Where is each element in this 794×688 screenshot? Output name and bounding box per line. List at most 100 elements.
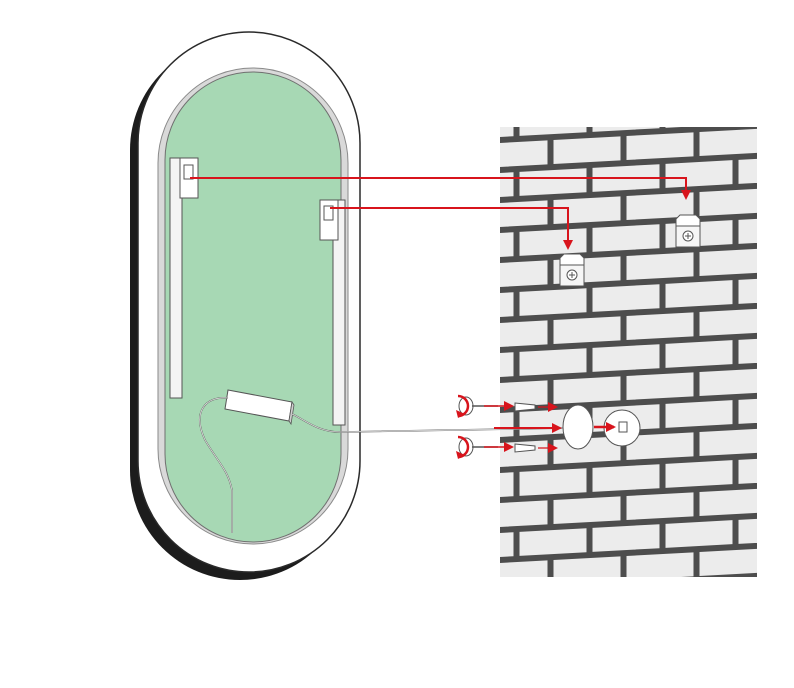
left-hook-lip bbox=[559, 253, 585, 266]
brick-courses bbox=[500, 64, 794, 577]
junction-cover-plate bbox=[562, 404, 594, 450]
brick bbox=[518, 527, 588, 557]
brick bbox=[664, 159, 734, 189]
brick bbox=[698, 487, 757, 518]
brick bbox=[698, 367, 757, 398]
right-bracket-slot bbox=[323, 205, 334, 221]
brick bbox=[552, 195, 622, 226]
led-driver-box bbox=[224, 389, 295, 426]
arrow-right-bracket-to-left-hook bbox=[330, 207, 573, 250]
right-rail bbox=[332, 199, 346, 426]
brick bbox=[500, 199, 549, 230]
brick bbox=[500, 171, 515, 201]
brick bbox=[500, 291, 515, 321]
brick bbox=[552, 135, 622, 166]
brick bbox=[664, 279, 734, 309]
driver-box-side bbox=[288, 400, 295, 426]
brick bbox=[664, 127, 734, 129]
brick bbox=[625, 131, 695, 162]
brick bbox=[591, 283, 661, 313]
brick bbox=[738, 96, 794, 125]
brick bbox=[500, 379, 549, 410]
brick bbox=[625, 251, 695, 282]
brick bbox=[626, 72, 694, 101]
brick bbox=[772, 424, 794, 453]
brick bbox=[772, 124, 794, 153]
guide-arrows bbox=[190, 177, 691, 453]
brick bbox=[772, 184, 794, 213]
brick bbox=[625, 551, 695, 577]
brick bbox=[500, 411, 515, 441]
cable-junction-cover bbox=[562, 404, 641, 450]
brick bbox=[625, 371, 695, 402]
brick bbox=[699, 68, 767, 97]
brick bbox=[500, 139, 549, 170]
brick bbox=[591, 463, 661, 493]
brick bbox=[737, 275, 757, 305]
mirror-glass bbox=[164, 71, 342, 543]
left-rail bbox=[169, 157, 183, 399]
brick bbox=[591, 343, 661, 373]
brick bbox=[664, 399, 734, 429]
brick bbox=[737, 455, 757, 485]
brick bbox=[664, 459, 734, 489]
brick bbox=[737, 155, 757, 185]
brick bbox=[737, 515, 757, 545]
brick bbox=[698, 307, 757, 338]
brick bbox=[518, 347, 588, 377]
brick bbox=[591, 223, 661, 253]
wall-plug-icon bbox=[514, 402, 536, 412]
brick bbox=[591, 127, 661, 133]
brick bbox=[500, 559, 549, 577]
brick bbox=[698, 187, 757, 218]
brick bbox=[664, 339, 734, 369]
right-hanging-bracket bbox=[319, 199, 346, 426]
brick bbox=[500, 531, 515, 561]
brick bbox=[772, 304, 794, 333]
left-wall-hook bbox=[559, 253, 585, 287]
brick bbox=[698, 547, 757, 577]
brick bbox=[552, 495, 622, 526]
brick bbox=[698, 427, 757, 458]
brick bbox=[625, 491, 695, 522]
brick bbox=[625, 191, 695, 222]
brick bbox=[772, 364, 794, 393]
brick bbox=[591, 523, 661, 553]
brick bbox=[500, 127, 515, 141]
brick bbox=[500, 351, 515, 381]
brick bbox=[664, 519, 734, 549]
brick bbox=[552, 375, 622, 406]
brick bbox=[772, 244, 794, 273]
brick bbox=[500, 439, 549, 470]
brick bbox=[500, 499, 549, 530]
brick bbox=[737, 335, 757, 365]
brick bbox=[772, 484, 794, 513]
brick bbox=[518, 467, 588, 497]
brick bbox=[625, 311, 695, 342]
brick bbox=[500, 231, 515, 261]
arrow-top-bracket-to-right-hook bbox=[190, 177, 691, 200]
brick bbox=[772, 64, 794, 93]
brick bbox=[518, 287, 588, 317]
brick bbox=[553, 76, 621, 105]
right-wall-hook bbox=[675, 214, 701, 248]
brick bbox=[737, 215, 757, 245]
brick bbox=[552, 555, 622, 577]
brick bbox=[518, 167, 588, 197]
brick bbox=[698, 127, 757, 158]
brick-wall bbox=[500, 64, 794, 577]
wall-plug-bottom bbox=[514, 443, 536, 453]
left-hanging-bracket bbox=[169, 157, 199, 399]
wall-plug-top bbox=[514, 402, 536, 412]
brick bbox=[552, 315, 622, 346]
brick bbox=[625, 431, 695, 462]
brick bbox=[518, 127, 588, 137]
brick bbox=[518, 227, 588, 257]
brick bbox=[500, 319, 549, 350]
right-hook-lip bbox=[675, 214, 701, 227]
left-bracket-slot bbox=[183, 164, 194, 180]
oval-led-mirror bbox=[130, 31, 361, 580]
brick bbox=[500, 259, 549, 290]
